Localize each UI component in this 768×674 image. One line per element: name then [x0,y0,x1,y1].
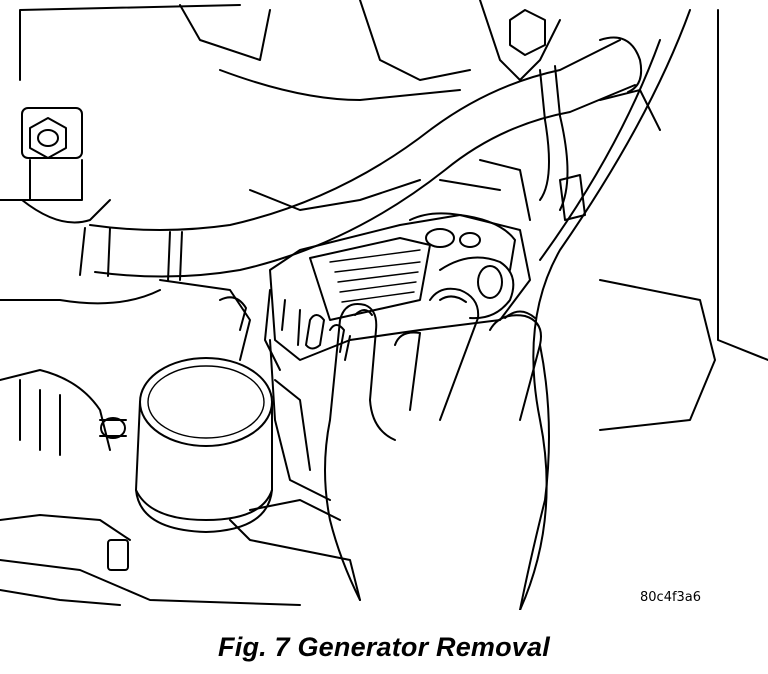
generator-removal-illustration [0,0,768,610]
figure-caption: Fig. 7 Generator Removal [218,632,550,662]
hand [324,287,550,610]
generator [264,212,531,371]
upper-bracket-bolt [21,107,111,224]
engine-bay-frame [19,0,768,610]
oil-filter [135,357,273,533]
hose [79,9,643,282]
right-engine-details [249,89,661,221]
reference-code: 80c4f3a6 [640,590,702,605]
engine-block [0,199,361,606]
